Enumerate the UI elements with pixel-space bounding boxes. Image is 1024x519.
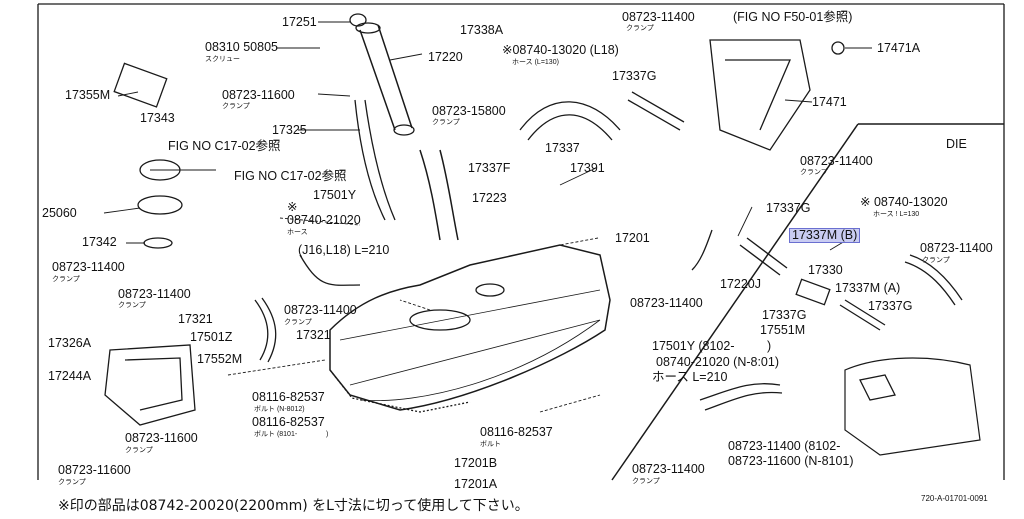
part-sublabel: クランプ (432, 119, 460, 126)
section-label: DIE (946, 137, 967, 151)
part-label: 17391 (570, 161, 605, 175)
part-sublabel: クランプ (284, 319, 312, 326)
part-label: 25060 (42, 206, 77, 220)
part-sublabel: クランプ (58, 479, 86, 486)
part-label: 08723-11400 (920, 241, 993, 255)
part-sublabel: スクリュー (205, 56, 240, 63)
part-sublabel: クランプ (52, 276, 80, 283)
drawing-number: 720-A-01701-0091 (921, 494, 988, 503)
part-label: 17342 (82, 235, 117, 249)
part-label: 17330 (808, 263, 843, 277)
part-sublabel: クランプ (222, 103, 250, 110)
part-sublabel: クランプ (118, 302, 146, 309)
part-label: 08116-82537 (480, 425, 553, 439)
part-sublabel: クランプ (800, 169, 828, 176)
highlighted-part-17337m-b[interactable]: 17337M (B) (789, 228, 861, 243)
part-label: 17337M (A) (835, 281, 901, 295)
part-label: 17501Y (8102- (652, 339, 735, 353)
part-sublabel: クランプ (632, 478, 660, 485)
part-label: 08740-21020 (N-8:01) (656, 355, 779, 369)
part-label: 17355M (65, 88, 111, 102)
part-label: (J16,L18) L=210 (298, 243, 390, 257)
part-label: ※ 08740-13020 (860, 195, 948, 209)
part-label: 08723-11600 (N-8101) (728, 454, 854, 468)
part-sublabel: ボルト (480, 441, 501, 448)
part-label: 17551M (760, 323, 806, 337)
part-label: 17201A (454, 477, 498, 491)
part-label: 17251 (282, 15, 317, 29)
fig-reference: (FIG NO F50-01参照) (733, 10, 853, 24)
filter-17330 (795, 278, 831, 306)
part-label: 17201 (615, 231, 650, 245)
part-label: 17343 (140, 111, 175, 125)
hose-17337m-b (739, 237, 788, 276)
part-label: 17552M (197, 352, 243, 366)
die-divider (611, 123, 859, 481)
part-label: 08723-11400 (284, 303, 357, 317)
part-label: 17325 (272, 123, 307, 137)
fig-reference: FIG NO C17-02参照 (168, 139, 281, 153)
part-label: 17337G (766, 201, 811, 215)
filler-hose (419, 149, 459, 241)
part-label: 08740-21020 (287, 213, 361, 227)
part-label: 17220 (428, 50, 463, 64)
part-label: 08723-15800 (432, 104, 506, 118)
part-label: 17201B (454, 456, 498, 470)
part-label: 08723-11600 (58, 463, 131, 477)
valve-17471a (831, 41, 845, 55)
bracket-17471 (709, 39, 811, 151)
part-label: 08723-11400 (118, 287, 191, 301)
part-label: 17326A (48, 336, 92, 350)
part-sublabel: クランプ (626, 25, 654, 32)
part-sublabel: クランプ (922, 257, 950, 264)
part-label: 17337 (545, 141, 580, 155)
part-sublabel: ホース (287, 229, 308, 236)
part-label: 08723-11600 (125, 431, 198, 445)
gasket-17355m (113, 62, 168, 108)
part-label: 08723-11400 (632, 462, 705, 476)
part-label: ※08740-13020 (L18) (502, 43, 619, 57)
part-label: 08723-11600 (222, 88, 295, 102)
part-label: 17471A (877, 41, 921, 55)
part-label: 08310 50805 (205, 40, 278, 54)
part-label: 08116-82537 (252, 390, 325, 404)
fuel-tank (329, 244, 611, 411)
part-label: 08723-11400 (622, 10, 695, 24)
part-label: 17244A (48, 369, 92, 383)
part-sublabel: ホース (L=130) (512, 59, 559, 66)
part-sublabel: クランプ (125, 447, 153, 454)
fig-reference: FIG NO C17-02参照 (234, 169, 347, 183)
part-label: ) (767, 339, 772, 353)
part-label: 17321 (296, 328, 331, 342)
part-label: 08723-11400 (630, 296, 703, 310)
part-label: 08723-11400 (800, 154, 873, 168)
part-sublabel: ボルト (N-8012) (254, 406, 305, 413)
part-label: 17337G (868, 299, 913, 313)
part-label: 17337G (612, 69, 657, 83)
filler-cap (349, 13, 367, 27)
part-sublabel: ) (326, 431, 329, 438)
part-sublabel: ボルト (8101- (254, 431, 298, 438)
part-label: 17501Z (190, 330, 233, 344)
filler-neck (359, 24, 413, 131)
part-label: 17337G (762, 308, 807, 322)
part-label: ※ (287, 200, 298, 214)
part-label: 17338A (460, 23, 504, 37)
bracket-17244a (104, 344, 196, 426)
part-sublabel: ホース L=210 (652, 370, 728, 384)
part-label: 17223 (472, 191, 507, 205)
part-label: 17321 (178, 312, 213, 326)
part-label: 17471 (812, 95, 847, 109)
part-label: 08116-82537 (252, 415, 325, 429)
part-label: 17337F (468, 161, 511, 175)
part-label: 08723-11400 (52, 260, 125, 274)
part-label: 08723-11400 (8102- (728, 439, 841, 453)
part-sublabel: ホース ! L=130 (873, 211, 920, 218)
part-label: 17220J (720, 277, 762, 291)
footnote: ※印の部品は08742-20020(2200mm) をL寸法に切って使用して下さ… (58, 498, 529, 514)
part-label: 17501Y (313, 188, 357, 202)
